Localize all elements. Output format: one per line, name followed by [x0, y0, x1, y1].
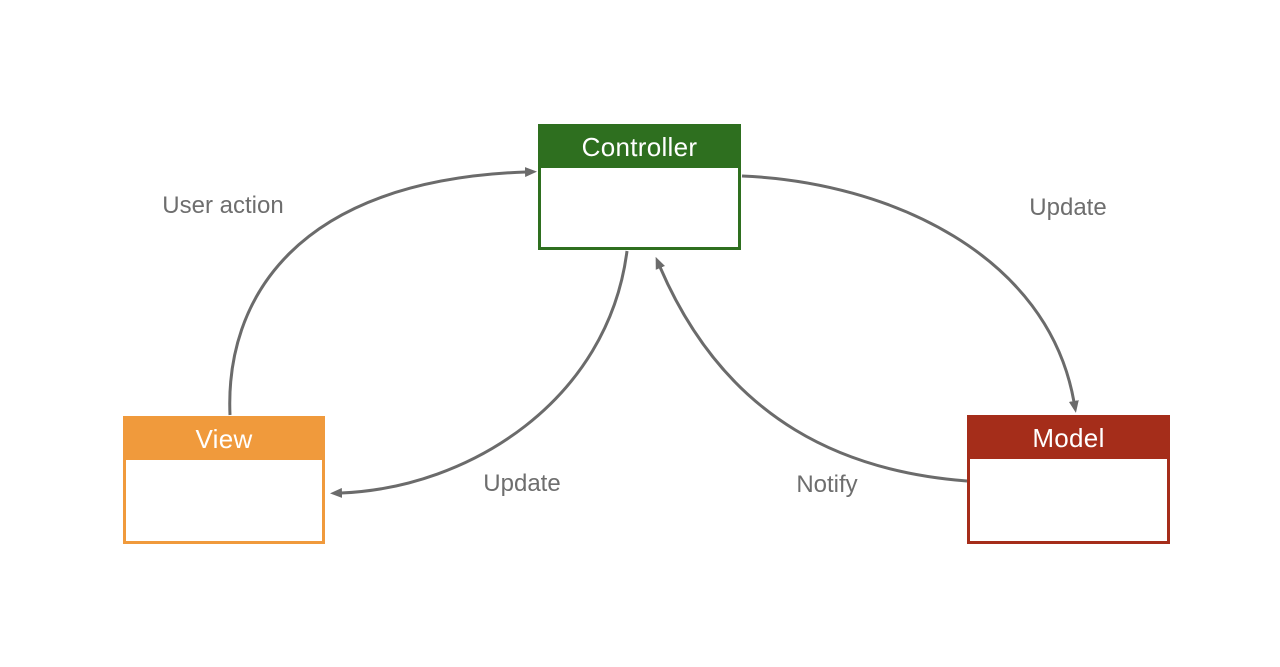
node-model-body	[970, 459, 1167, 541]
node-controller-header: Controller	[541, 127, 738, 168]
edge-user-action-arrow	[228, 167, 537, 416]
edge-update-view-arrow	[330, 250, 629, 498]
edge-label-update-view: Update	[483, 470, 561, 497]
edge-label-update-model: Update	[1029, 194, 1107, 221]
edge-notify-arrow	[655, 256, 968, 483]
node-view-label: View	[195, 424, 253, 454]
node-model-header: Model	[970, 418, 1167, 459]
edge-label-user-action: User action	[162, 192, 284, 219]
node-view-body	[126, 460, 322, 541]
edge-label-notify: Notify	[796, 471, 858, 498]
node-controller: Controller	[538, 124, 741, 250]
node-controller-body	[541, 168, 738, 247]
node-view-header: View	[126, 419, 322, 460]
node-model-label: Model	[1032, 423, 1105, 453]
node-model: Model	[967, 415, 1170, 544]
edge-update-model-arrow	[741, 174, 1079, 413]
node-controller-label: Controller	[581, 132, 698, 162]
node-view: View	[123, 416, 325, 544]
